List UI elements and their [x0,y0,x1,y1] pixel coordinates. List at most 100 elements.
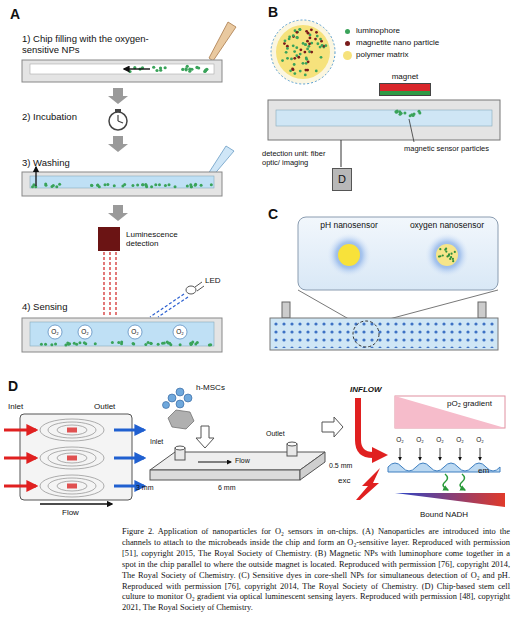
particle-dot [73,342,76,345]
particle-dot [144,343,147,346]
particle-dot [189,342,192,345]
particle-dot [168,183,171,186]
panel-d [4,388,505,507]
diffusion-arrow [400,448,401,460]
particle-dot [194,343,197,346]
particle-dot [286,47,289,50]
particle-dot [181,68,184,71]
annotation-label: Bound NADH [420,510,468,519]
legend-text: polymer matrix [356,50,408,59]
particle-dot [164,184,167,187]
annotation-label: exc [338,476,350,485]
particle-dot [324,44,327,47]
particle-dot [147,341,150,344]
particle-dot [295,46,298,49]
annotation-label: O₂ [456,436,464,443]
annotation-label: Inlet [150,438,163,446]
particle-dot [304,69,307,72]
annotation-label: Inlet [8,402,23,411]
particle-dot [288,38,291,41]
node-label: oxygen nanosensor [400,221,494,231]
culture-unit [4,419,144,441]
annotation-label: O₂ [436,436,444,443]
particle-dot [94,342,97,345]
particle-dot [284,39,287,42]
particle-dot [55,185,58,188]
annotation-label: pO₂ gradient [447,399,492,408]
diffusion-arrow [460,448,461,460]
legend: luminophoremagnetite nano particlepolyme… [343,25,439,61]
particle-dot [314,38,317,41]
annotation-label: 0.5 mm [329,462,352,470]
particle-dot [292,34,295,37]
particle-dot [319,38,322,41]
particle-dot [305,58,308,61]
particle-dot [306,48,309,51]
particle-dot [210,183,213,186]
particle-dot [296,31,299,34]
particle-dot [310,51,313,54]
culture-unit [4,475,144,497]
particle-dot [117,341,120,344]
particle-dot [145,185,148,188]
particle-dot [304,43,307,46]
particle-dot [40,343,43,346]
particle-dot [154,183,157,186]
annotation-label: em [478,466,489,475]
particle-dot [410,113,413,116]
particle-dot [299,48,302,51]
particle-dot [132,342,135,345]
annotation-label: 6 mm [218,484,236,492]
particle-dot [197,66,200,69]
oxygen-nanosensor: oxygen nanosensor [400,221,494,278]
diffusion-arrow [420,448,421,460]
particle-dot [194,184,197,187]
particle-dot [292,68,295,71]
particle-dot [297,56,300,59]
particle-dot [299,28,302,31]
particle-dot [141,183,144,186]
particle-dot [291,67,294,70]
particle-dot [303,51,306,54]
particle-dot [200,184,203,187]
particle-dot [52,184,55,187]
particle-dot [316,35,319,38]
particle-dot [90,184,93,187]
annotation-label: 4) Sensing [22,302,67,313]
particle-dot [299,53,302,56]
legend-swatch [345,41,350,46]
annotation-label: O₂ [81,328,89,335]
particle-dot [290,58,293,61]
detector-head [98,227,120,251]
particle-dot [308,42,311,45]
particle-dot [58,183,61,186]
particle-dot [292,44,295,47]
node-label: Luminescence detection [126,230,196,248]
particle-dot [205,68,208,71]
annotation-label: LED [205,276,221,285]
legend-text: luminophore [356,26,400,35]
particle-dot [142,183,145,186]
particle-dot [293,72,296,75]
particle-dot [310,28,313,31]
particle-dot [307,45,310,48]
node-label: D [338,173,346,186]
particle-dot [298,28,301,31]
particle-dot [78,341,81,344]
annotation-label: 2) Incubation [22,112,77,123]
particle-dot [149,342,152,345]
particle-dot [304,74,307,77]
annotation-label: O₂ [51,328,59,335]
particle-dot [320,56,323,59]
particle-dot [188,70,191,73]
sensor-particle [326,232,372,278]
particle-dot [403,112,406,115]
particle-dot [400,112,403,115]
ph-nanosensor: pH nanosensor [302,221,396,278]
particle-dot [299,70,302,73]
annotation-label: 1) Chip filling with the oxygen-sensitiv… [22,34,167,56]
particle-dot [418,112,421,115]
annotation-label: Flow [235,457,250,465]
particle-dot [169,343,172,346]
